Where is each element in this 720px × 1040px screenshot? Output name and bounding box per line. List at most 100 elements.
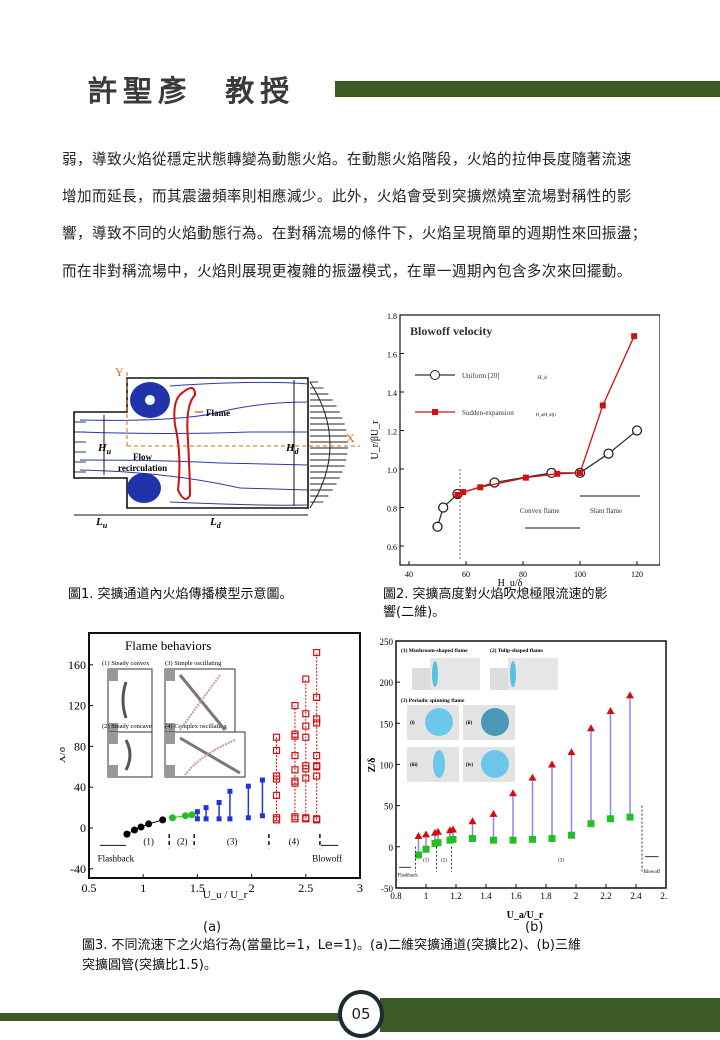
blowoff-label: Blowoff [644, 870, 661, 875]
data-point-min [415, 851, 422, 859]
data-point [599, 402, 606, 409]
chart-title: Blowoff velocity [410, 324, 492, 338]
region-label: (1) [423, 859, 429, 864]
inset-label: (3) Periodic spinning flame [401, 697, 465, 704]
data-point [522, 474, 529, 481]
inset-pipe [490, 668, 510, 690]
page-title: 許聖彥 教授 [88, 74, 296, 108]
x-tick-label: 40 [405, 570, 413, 579]
inset-flame [178, 674, 227, 731]
inset-step [108, 765, 118, 777]
figure3b-chart: 0.811.21.41.61.822.22.42.6-5005010015020… [367, 637, 667, 920]
annotation-slant: Slant flame [590, 507, 622, 515]
data-point-min [548, 835, 556, 843]
annotation-hu: H_u(H_d/β) [536, 412, 556, 417]
data-point-min [490, 836, 497, 844]
data-point [272, 791, 281, 799]
data-point [489, 477, 500, 488]
data-point-max [509, 789, 517, 797]
y-tick-label: 250 [380, 637, 394, 647]
x-axis-label: U_u / U_r [203, 889, 248, 900]
x-tick-label: 2 [574, 891, 579, 901]
plot-frame [88, 632, 361, 879]
title-bar-divider [335, 81, 720, 97]
data-point-min [587, 820, 595, 828]
x-tick-label: 1 [140, 881, 146, 895]
region-label: (3) [227, 836, 238, 846]
data-point [272, 772, 281, 780]
data-point [460, 489, 467, 496]
data-point-max [567, 748, 576, 756]
figure2-caption-line2: 響(二維)。 [383, 605, 446, 620]
data-point [313, 719, 321, 727]
data-point [291, 701, 299, 710]
data-point-min [607, 815, 614, 823]
data-point-min [434, 839, 442, 847]
plot-frame [399, 314, 660, 566]
inset-flame [481, 750, 509, 778]
y-tick-label: 100 [380, 760, 394, 770]
data-point [554, 470, 561, 477]
hd-label: Hd [285, 442, 300, 456]
flashback-label: Flashback [98, 854, 135, 864]
x-tick-label: 2.2 [600, 891, 611, 901]
data-point-min [469, 835, 476, 843]
data-point [259, 777, 265, 783]
data-point [137, 823, 145, 831]
data-point [259, 813, 265, 819]
data-point [302, 722, 310, 730]
data-point [313, 815, 321, 823]
x-axis-label: X [346, 431, 355, 445]
x-axis-label: H_u/δ [498, 578, 523, 589]
legend-label: Uniform [20] [462, 372, 500, 380]
data-point [272, 746, 281, 755]
data-point [188, 811, 196, 819]
data-point [302, 710, 310, 718]
data-point-max [489, 809, 498, 817]
figure1-diagram: Y X Flame Flow recirculation Hu Hd Lu Ld [73, 365, 360, 530]
x-tick-label: 0.5 [82, 881, 97, 895]
inset-flame [433, 750, 445, 778]
inset-label: (iii) [410, 763, 418, 768]
inset-label: (ii) [466, 721, 472, 726]
figure3a-label: (a) [203, 920, 222, 935]
inset-label: (2) Steady concave [102, 723, 152, 730]
y-axis-label: X/δ [60, 747, 68, 763]
data-point [227, 816, 233, 822]
flame-label: Flame [206, 408, 230, 418]
region-label: (4) [289, 836, 300, 846]
ld-label: Ld [209, 516, 222, 530]
footer-bar-right [380, 998, 720, 1032]
inset-flame [179, 736, 241, 775]
inset-step [108, 732, 118, 744]
x-tick-label: 100 [574, 570, 586, 579]
data-point [291, 813, 299, 821]
data-point-max [434, 827, 442, 835]
hu-label: Hu [97, 442, 112, 456]
inset-label: (iv) [466, 763, 474, 768]
x-tick-label: 1.6 [510, 891, 522, 901]
y-tick-label: 120 [68, 699, 86, 713]
x-tick-label: 3 [357, 881, 363, 895]
data-point [577, 469, 583, 476]
data-point [123, 830, 131, 838]
page-number: 05 [351, 1005, 371, 1023]
inset-label: (i) [410, 721, 415, 726]
data-point-min [509, 836, 517, 844]
data-point [291, 766, 299, 774]
y-tick-label: 1.4 [387, 389, 397, 398]
inset-pipe [407, 747, 459, 782]
data-point [227, 788, 233, 794]
data-point [181, 812, 189, 820]
x-tick-label: 60 [462, 570, 470, 579]
data-point [302, 762, 310, 770]
x-tick-label: 2 [249, 881, 255, 895]
figure2-caption-line1: 圖2. 突擴高度對火焰吹熄極限流速的影 [383, 587, 608, 602]
y-tick-label: 40 [74, 780, 86, 794]
page-number-badge: 05 [338, 990, 384, 1038]
data-point-max [449, 825, 457, 833]
inset-step [165, 723, 175, 735]
inset-flame [121, 681, 128, 719]
